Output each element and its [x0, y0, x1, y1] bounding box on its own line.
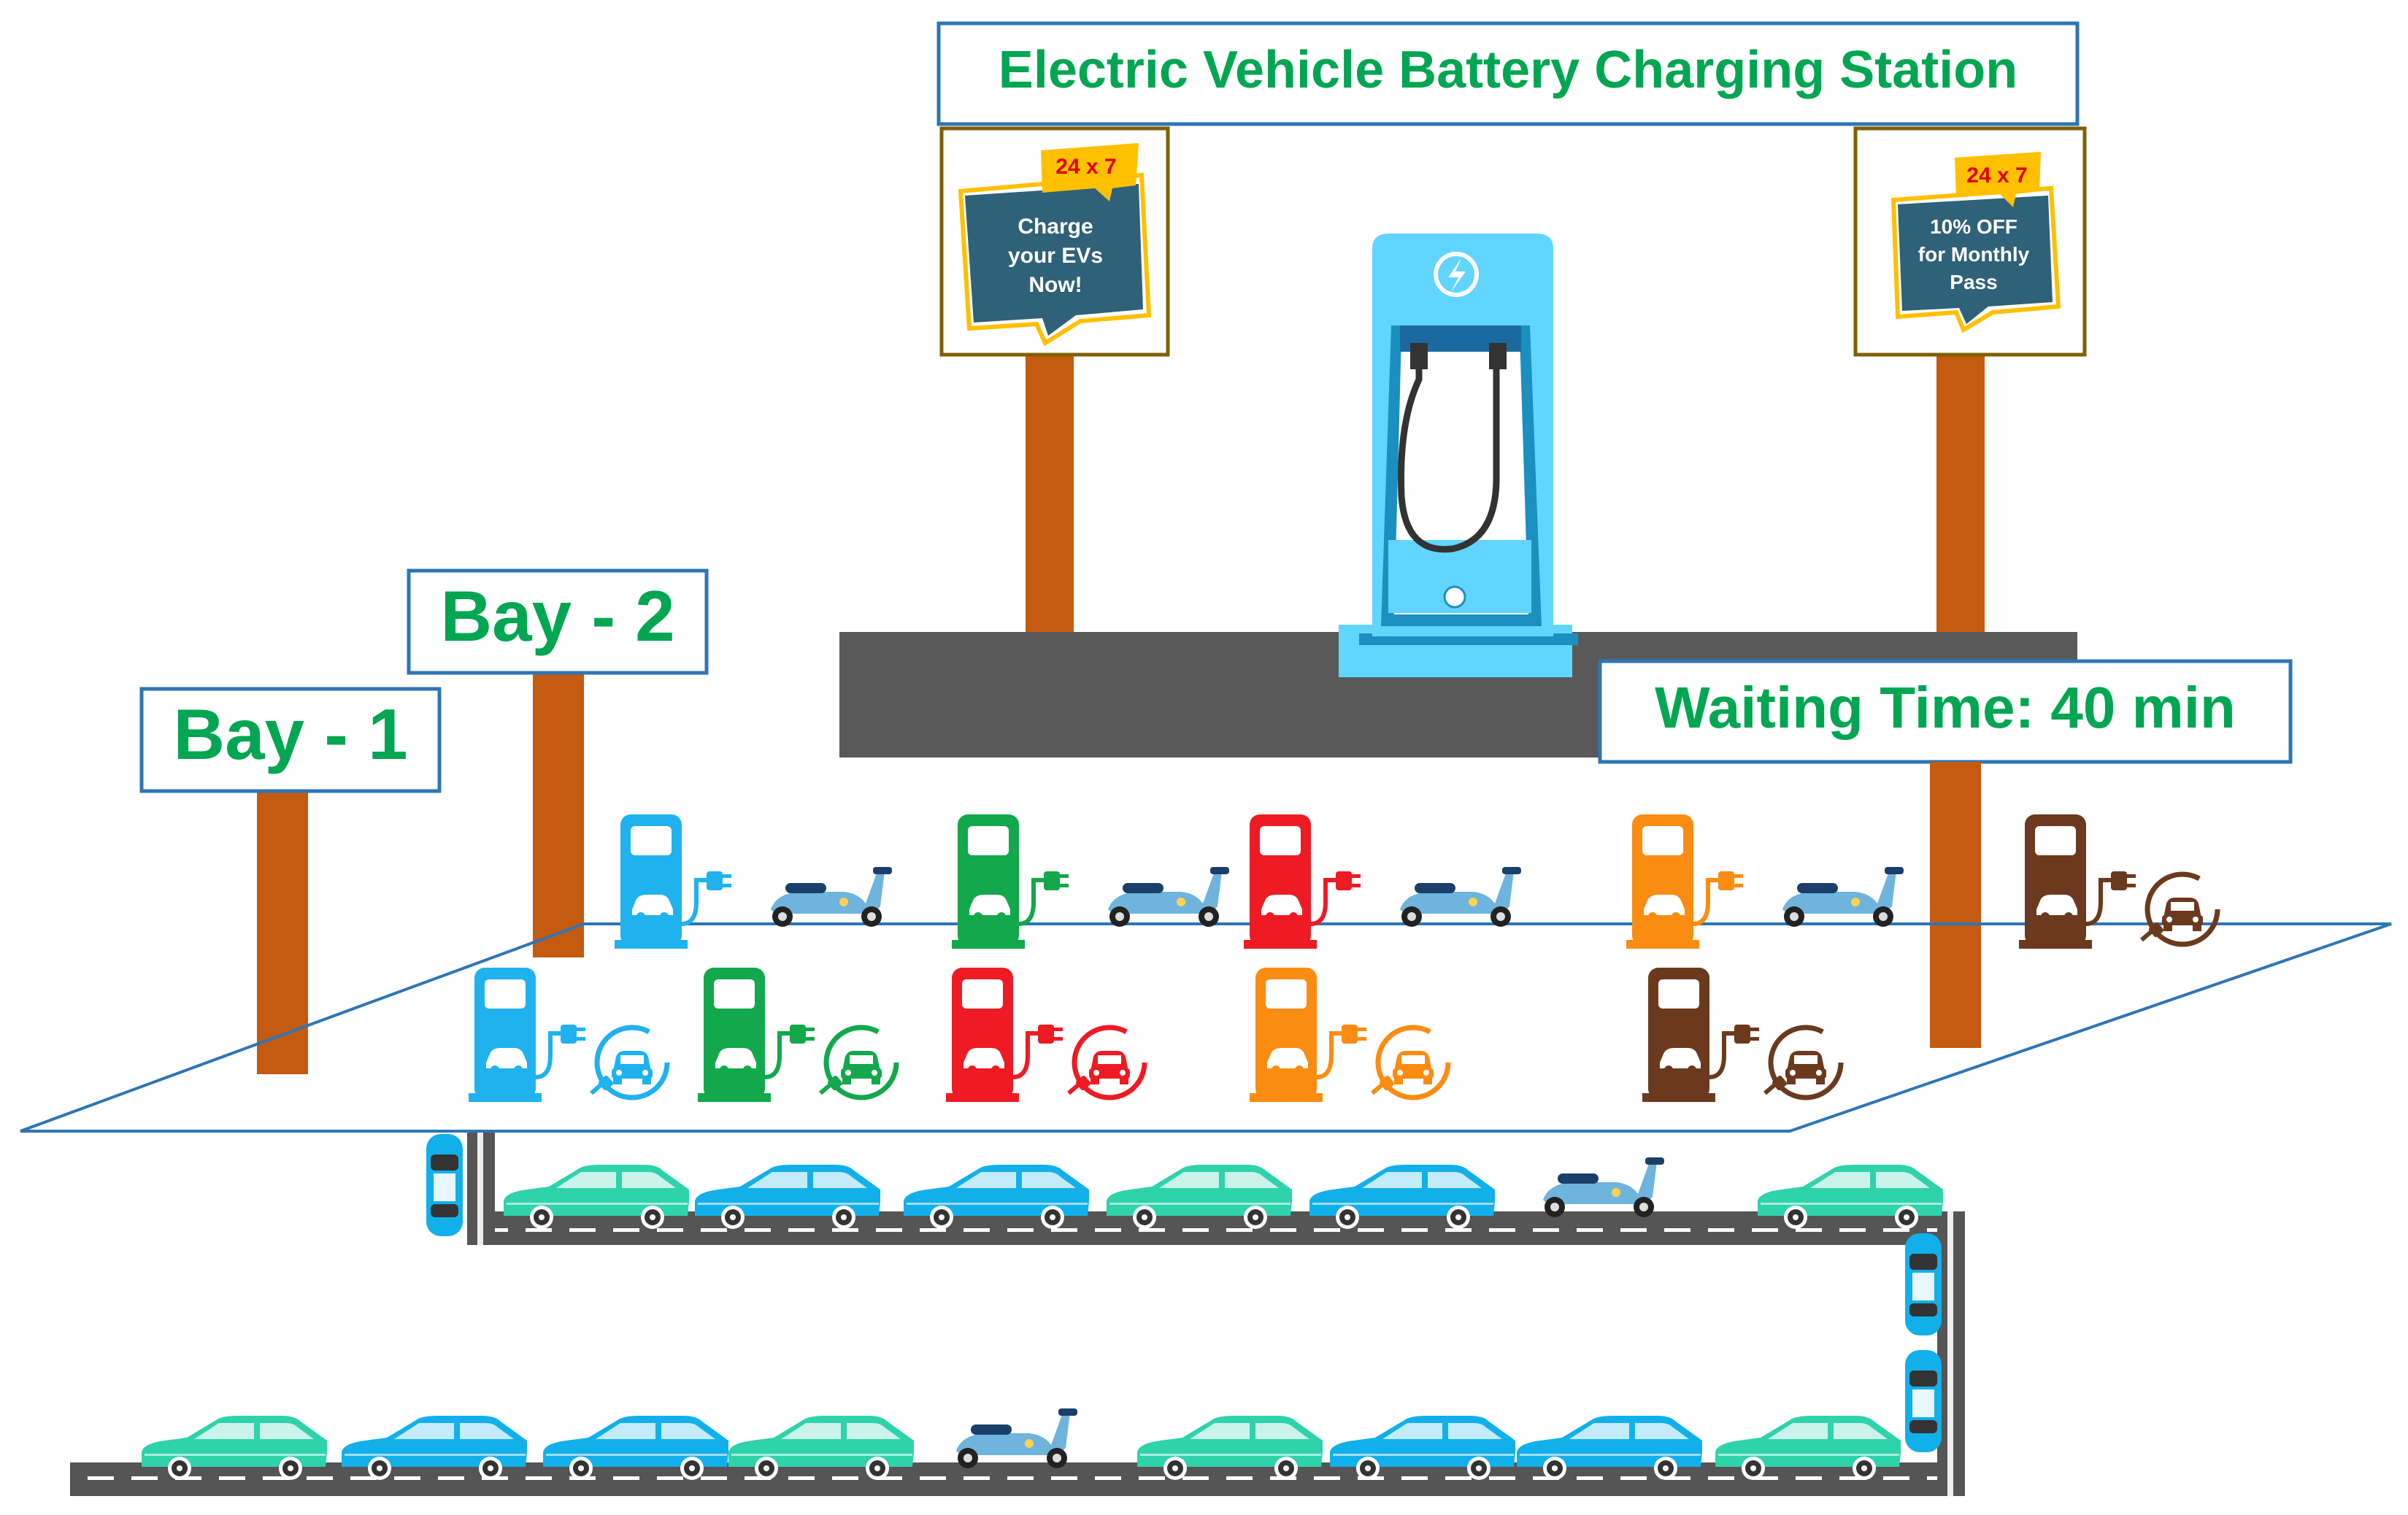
- left-sign-post: [1026, 355, 1074, 636]
- bay1-post: [257, 787, 308, 1074]
- waiting-time-label: Waiting Time: 40 min: [1655, 675, 2236, 740]
- charger-icon: [1626, 814, 1743, 949]
- right-sign-line3: Pass: [1950, 271, 1997, 293]
- charger-icon: [2019, 814, 2136, 949]
- bay1-label: Bay - 1: [173, 694, 407, 774]
- scooter-icon: [1782, 867, 1904, 927]
- station-title: Electric Vehicle Battery Charging Statio…: [999, 41, 2017, 99]
- charger-icon: [1250, 968, 1366, 1102]
- road-upper: [467, 1211, 1965, 1245]
- road-right-vertical: [1937, 1211, 1965, 1496]
- scooter-icon: [956, 1408, 1077, 1468]
- left-sign-line1: Charge: [1018, 215, 1093, 239]
- front-row-chargers: [469, 968, 1841, 1102]
- left-sign-line2: your EVs: [1008, 244, 1103, 268]
- scooter-icon: [1400, 867, 1521, 927]
- title-banner: [936, 21, 2080, 126]
- right-sign-line2: for Monthly: [1918, 243, 2030, 266]
- charger-icon: [698, 968, 815, 1102]
- car-plug-icon: [591, 1028, 667, 1098]
- car-plug-icon: [820, 1028, 896, 1098]
- topview-car-left: [426, 1134, 463, 1236]
- topview-car-right-1: [1905, 1233, 1942, 1335]
- road-left-vertical: [467, 1133, 495, 1245]
- bay2-label: Bay - 2: [440, 576, 674, 656]
- right-ad-sign: 24 x 7 10% OFF for Monthly Pass: [1853, 126, 2087, 357]
- right-badge: [1955, 152, 2041, 207]
- charger-icon: [1642, 968, 1759, 1102]
- topview-car-right-2: [1905, 1350, 1942, 1452]
- scooter-icon: [1543, 1157, 1664, 1217]
- main-charger-icon: [1339, 234, 1578, 677]
- scooter-icon: [771, 867, 892, 927]
- left-ad-sign: 24 x 7 Charge your EVs Now!: [939, 126, 1170, 357]
- bay1-sign: [139, 687, 442, 793]
- bay2-sign: [407, 568, 709, 675]
- road-lower: [70, 1462, 1965, 1496]
- waiting-post: [1930, 762, 1981, 1048]
- car-plug-icon: [1765, 1028, 1841, 1098]
- car-plug-icon: [1372, 1028, 1448, 1098]
- car-plug-icon: [1069, 1028, 1145, 1098]
- right-badge-text: 24 x 7: [1966, 163, 2027, 188]
- left-sign-line3: Now!: [1028, 273, 1082, 297]
- left-badge: [1041, 143, 1139, 201]
- charger-icon: [469, 968, 585, 1102]
- charging-bay-area: [20, 922, 2392, 1133]
- charger-icon: [952, 814, 1069, 949]
- scooter-icon: [1108, 867, 1229, 927]
- left-badge-text: 24 x 7: [1055, 155, 1116, 179]
- car-plug-icon: [2142, 874, 2217, 944]
- waiting-time-box: [1598, 659, 2293, 764]
- charger-icon: [615, 814, 731, 949]
- charger-icon: [946, 968, 1063, 1102]
- right-sign-line1: 10% OFF: [1930, 215, 2017, 238]
- bay2-post: [533, 671, 584, 957]
- charger-icon: [1244, 814, 1361, 949]
- right-sign-post: [1936, 355, 1985, 636]
